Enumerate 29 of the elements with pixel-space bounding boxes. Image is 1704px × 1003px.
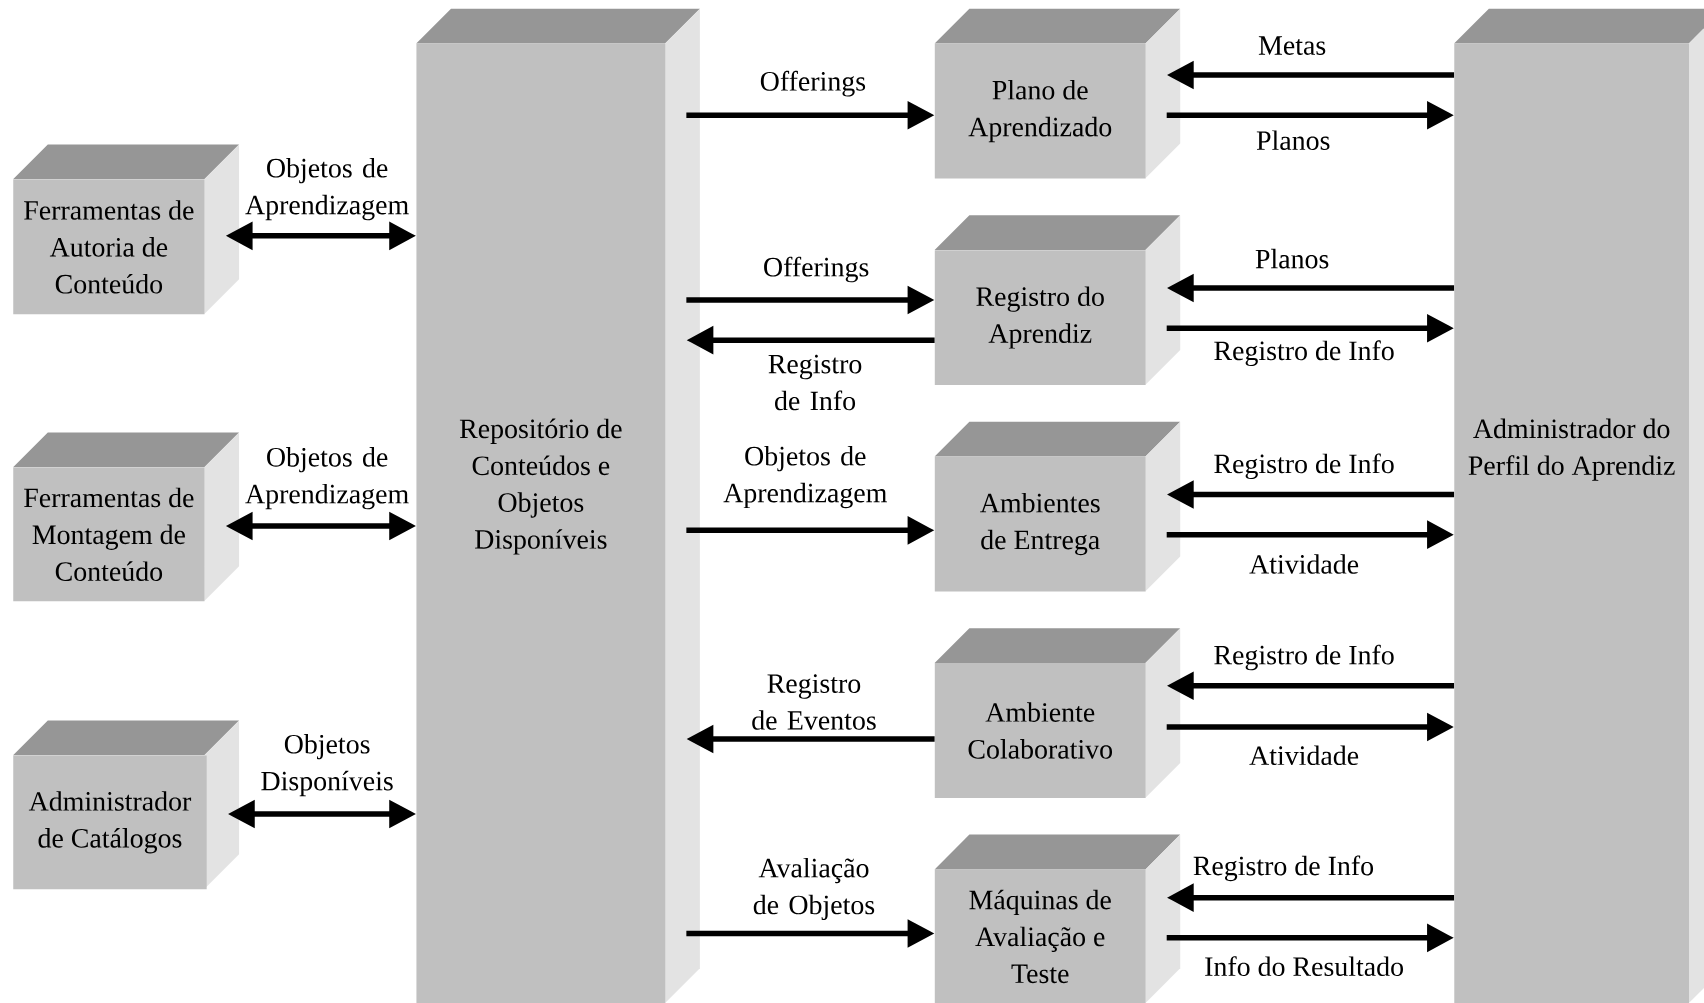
box-3d: Máquinas de Avaliação e Teste (934, 834, 1181, 1003)
edge-label: Planos (1255, 248, 1329, 269)
edge-label: Offerings (760, 70, 866, 97)
box-3d: Ambientes de Entrega (934, 421, 1181, 592)
edge-label: Objetos de Aprendizagem (245, 157, 409, 221)
edge-label: Registro de Info (1214, 644, 1394, 671)
box-3d: Plano de Aprendizado (934, 8, 1181, 179)
edge-label: Registro de Info (1214, 453, 1394, 480)
edge-label: Info do Resultado (1205, 956, 1403, 977)
edge-label: Objetos de Aprendizagem (245, 447, 409, 510)
edge-label: Registro de Info (1214, 340, 1394, 366)
box-3d: Administrador do Perfil do Aprendiz (1454, 8, 1704, 1003)
edge-label: Atividade (1249, 554, 1359, 574)
edge-label: Registro de Info (1193, 855, 1374, 882)
box-3d: Ferramentas de Montagem de Conteúdo (13, 432, 240, 602)
box-3d: Registro do Aprendiz (934, 215, 1181, 385)
edge-label: Avaliação de Objetos (753, 857, 875, 921)
box-3d: Administrador de Catálogos (13, 720, 240, 890)
edge-label: Atividade (1249, 745, 1359, 766)
edge-label: Metas (1258, 36, 1326, 55)
edge-label: Objetos de Aprendizagem (723, 445, 887, 509)
edge-label: Objetos Disponíveis (261, 734, 393, 797)
box-3d: Ferramentas de Autoria de Conteúdo (13, 144, 240, 315)
edge-label: Registro de Eventos (752, 674, 876, 730)
edge-label: Registro de Info (768, 354, 862, 411)
box-3d: Ambiente Colaborativo (934, 628, 1181, 798)
edge-label: Offerings (764, 256, 869, 283)
box-3d: Repositório de Conteúdos e Objetos Disponíveis (416, 8, 700, 1003)
edge-label: Planos (1256, 130, 1330, 150)
